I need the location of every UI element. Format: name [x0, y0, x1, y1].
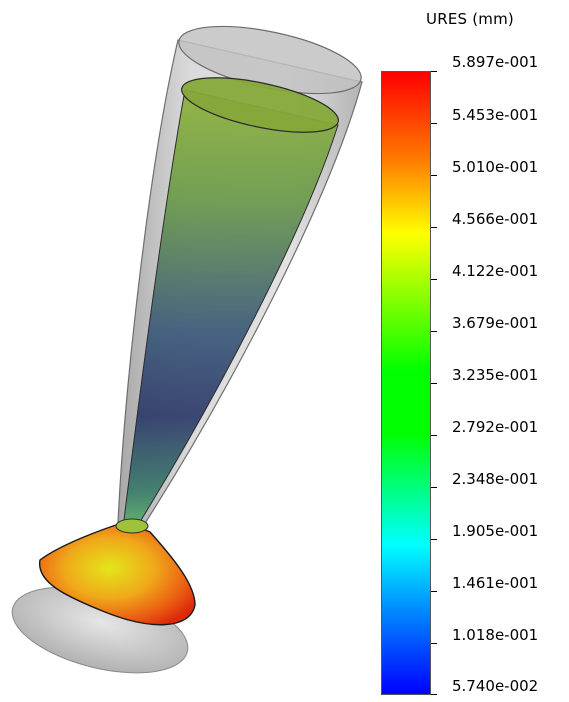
tick-mark	[431, 71, 437, 72]
tick-mark	[431, 435, 437, 436]
deformed-base	[39, 518, 196, 626]
legend-value-label: 5.740e-002	[452, 677, 539, 695]
legend-title: URES (mm)	[426, 10, 514, 28]
legend-value-label: 2.348e-001	[452, 470, 539, 488]
legend-value-label: 1.018e-001	[452, 626, 539, 644]
tick-mark	[431, 539, 437, 540]
tick-mark	[431, 487, 437, 488]
color-scale-bar	[381, 71, 431, 695]
tick-mark	[431, 123, 437, 124]
tick-mark	[431, 694, 437, 695]
tick-mark	[431, 643, 437, 644]
legend-value-label: 5.010e-001	[452, 158, 539, 176]
deformed-glass-bowl	[123, 77, 339, 526]
legend-value-label: 1.461e-001	[452, 574, 539, 592]
tick-mark	[431, 331, 437, 332]
legend-value-label: 4.122e-001	[452, 262, 539, 280]
legend-value-label: 2.792e-001	[452, 418, 539, 436]
legend-value-label: 5.453e-001	[452, 106, 539, 124]
tick-mark	[431, 227, 437, 228]
tick-mark	[431, 591, 437, 592]
legend-value-label: 3.679e-001	[452, 314, 539, 332]
legend-value-label: 5.897e-001	[452, 53, 539, 71]
tick-mark	[431, 383, 437, 384]
legend-value-label: 4.566e-001	[452, 210, 539, 228]
deformed-model-view	[11, 25, 363, 674]
tick-mark	[431, 175, 437, 176]
tick-mark	[431, 279, 437, 280]
legend-value-label: 3.235e-001	[452, 366, 539, 384]
legend-value-label: 1.905e-001	[452, 522, 539, 540]
